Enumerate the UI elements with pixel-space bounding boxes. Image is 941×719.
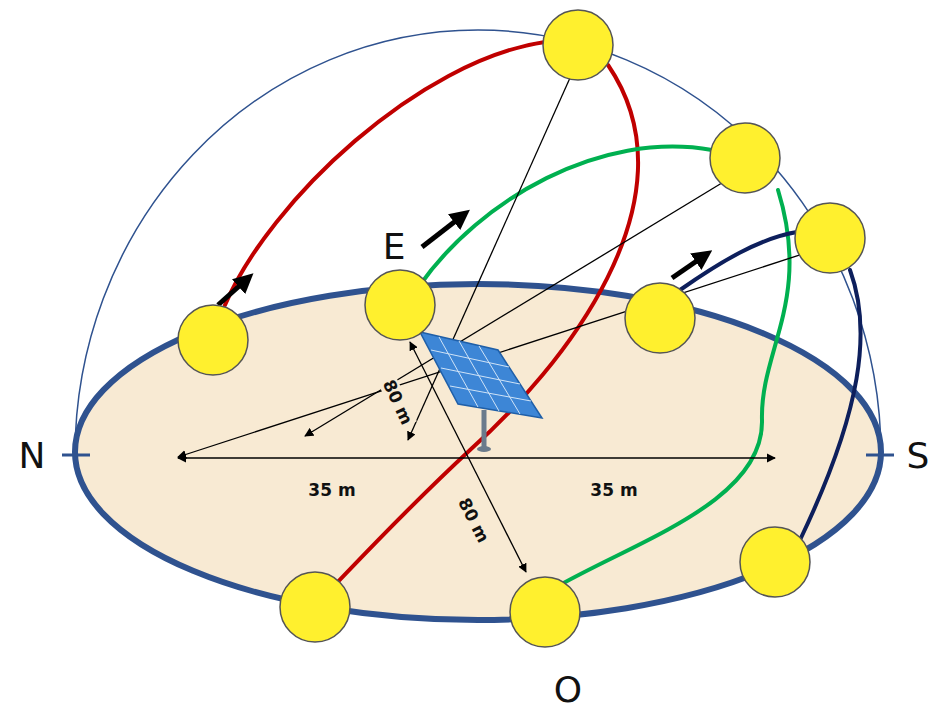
sun xyxy=(625,283,695,353)
direction-letter: S xyxy=(905,436,932,476)
dimension-label: 35 m xyxy=(588,481,639,500)
sun-ray xyxy=(408,60,578,440)
solar-tracker xyxy=(420,332,542,452)
direction-letter: N xyxy=(17,436,48,476)
direction-letter: E xyxy=(381,227,408,267)
north-tick xyxy=(62,454,90,457)
sun xyxy=(543,10,613,80)
sun xyxy=(510,577,580,647)
sun xyxy=(280,572,350,642)
south-tick xyxy=(866,454,894,457)
motion-arrow xyxy=(422,216,462,247)
motion-arrow xyxy=(218,280,246,305)
direction-letter: O xyxy=(552,670,584,710)
dimension-line xyxy=(178,457,775,458)
sun xyxy=(740,527,810,597)
motion-arrow xyxy=(672,256,704,278)
equinox-path xyxy=(560,190,790,585)
summer-path xyxy=(225,42,545,305)
sun xyxy=(795,203,865,273)
sun-ray xyxy=(178,250,815,457)
ground-disc xyxy=(75,284,881,620)
sun-ray xyxy=(305,175,735,436)
sun xyxy=(710,123,780,193)
winter-path xyxy=(800,270,861,540)
sun xyxy=(178,305,248,375)
sun xyxy=(365,270,435,340)
dimension-label: 35 m xyxy=(306,481,357,500)
